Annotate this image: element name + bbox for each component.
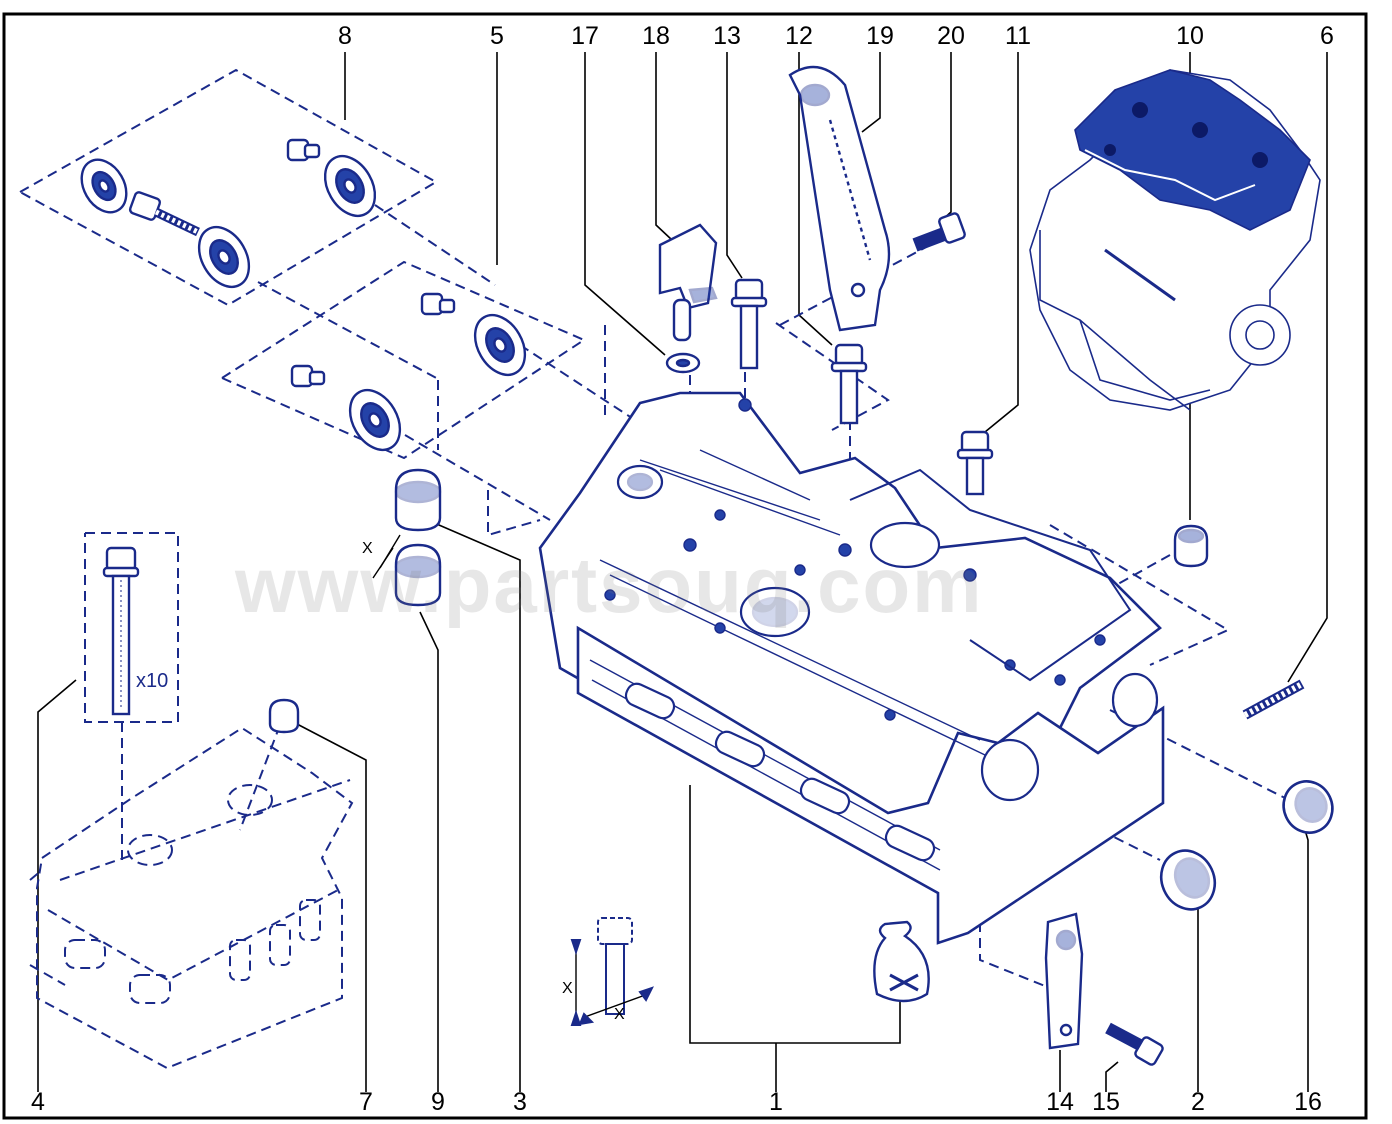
small-nut-5b (290, 364, 326, 388)
cap-9 (394, 543, 442, 607)
watermark: www.partsouq.com (235, 541, 984, 629)
callout-17: 17 (571, 22, 599, 50)
callout-3: 3 (513, 1088, 527, 1116)
callout-1: 1 (769, 1088, 783, 1116)
bolt-8 (128, 191, 200, 237)
seal-2 (1159, 849, 1217, 911)
callout-2: 2 (1191, 1088, 1205, 1116)
dimension-label-caps: X (362, 540, 373, 557)
bolt-15 (1105, 1022, 1164, 1066)
callout-14: 14 (1046, 1088, 1074, 1116)
bearing-5a (473, 313, 527, 377)
bolt-12 (830, 343, 868, 425)
cylinder-head-outline (29, 726, 354, 1070)
sensor-18 (658, 223, 718, 342)
dimension-label-width: X (614, 1006, 625, 1023)
diagram-border (2, 12, 1368, 1120)
callout-7: 7 (359, 1088, 373, 1116)
callout-8: 8 (338, 22, 352, 50)
cylinder-head (538, 391, 1165, 945)
seal-16 (1282, 780, 1334, 834)
seals (1159, 780, 1334, 911)
bracket-14 (1044, 912, 1084, 1050)
stud-6 (1242, 679, 1305, 720)
dimension-label-height: X (562, 980, 573, 997)
callout-6: 6 (1320, 22, 1334, 50)
callout-13: 13 (713, 22, 741, 50)
bolt-13 (730, 278, 768, 370)
callout-9: 9 (431, 1088, 445, 1116)
bracket-19 (788, 65, 891, 332)
washer-17 (665, 352, 701, 374)
callout-5: 5 (490, 22, 504, 50)
dimension-inset (372, 534, 654, 1026)
callout-19: 19 (866, 22, 894, 50)
bearing-5b (348, 388, 402, 452)
bearing-8b (197, 225, 251, 289)
cap-3 (394, 468, 442, 532)
callout-12: 12 (785, 22, 813, 50)
callout-10: 10 (1176, 22, 1204, 50)
small-nut-5a (420, 292, 456, 316)
callout-11: 11 (1005, 22, 1031, 50)
small-nut-8 (286, 138, 321, 162)
fasteners (102, 212, 1305, 1066)
callout-16: 16 (1294, 1088, 1322, 1116)
caps (268, 468, 1209, 734)
bolt-4 (102, 546, 140, 716)
callout-18: 18 (642, 22, 670, 50)
bearing-8a (80, 158, 128, 214)
engine-thumbnail (1029, 69, 1321, 411)
plug-7 (268, 698, 300, 734)
callout-20: 20 (937, 22, 965, 50)
bolt-11 (956, 430, 994, 496)
bolt-20 (912, 212, 966, 252)
bolt-count-label: x10 (136, 670, 169, 692)
callout-15: 15 (1092, 1088, 1120, 1116)
sealant-pouch (873, 920, 930, 1003)
camshaft-bearings (80, 138, 527, 452)
plug-10 (1173, 524, 1209, 568)
callout-4: 4 (31, 1088, 45, 1116)
bearing-8c (323, 154, 377, 218)
